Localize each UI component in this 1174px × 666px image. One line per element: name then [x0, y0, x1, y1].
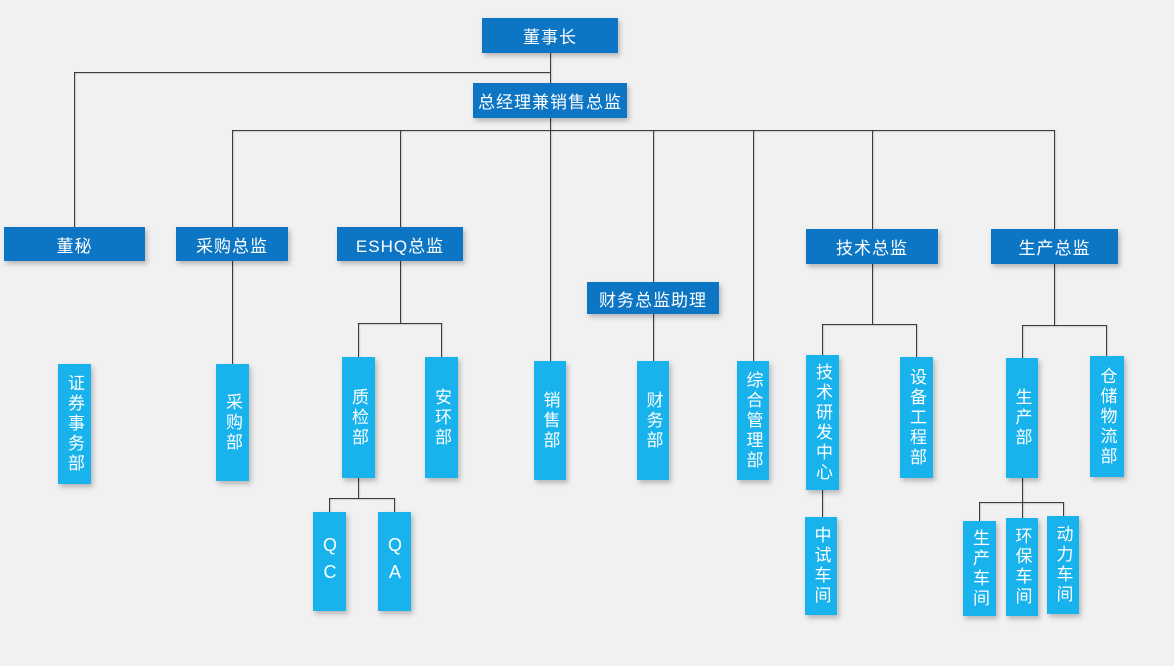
- node-finance-dept[interactable]: 财务部: [637, 361, 669, 480]
- connector-to-qa: [394, 498, 395, 512]
- connector-to-purchasing-dept: [232, 261, 233, 364]
- connector-to-qc: [329, 498, 330, 512]
- node-qa[interactable]: QA: [378, 512, 411, 611]
- connector-to-finance-assistant: [653, 130, 654, 282]
- connector-to-production-workshop: [979, 502, 980, 521]
- connector-to-production-director: [1054, 130, 1055, 229]
- node-warehouse-dept[interactable]: 仓储物流部: [1090, 356, 1124, 477]
- connector-to-env-workshop: [1022, 502, 1023, 518]
- connector-gm-down: [550, 118, 551, 361]
- connector-eshq-down: [400, 261, 401, 324]
- connector-tech-down: [872, 264, 873, 325]
- connector-production-dept-down: [1022, 478, 1023, 503]
- node-purchasing-director[interactable]: 采购总监: [176, 227, 288, 261]
- connector-to-equipment-dept: [916, 324, 917, 357]
- node-safety-env-dept[interactable]: 安环部: [425, 357, 458, 478]
- node-tech-director[interactable]: 技术总监: [806, 229, 938, 264]
- connector-to-finance-dept: [653, 314, 654, 361]
- connector-to-power-workshop: [1063, 502, 1064, 516]
- node-general-mgmt-dept[interactable]: 综合管理部: [737, 361, 769, 480]
- connector-quality-branch: [329, 498, 395, 499]
- connector-to-board-secretary: [74, 72, 75, 227]
- node-finance-assistant[interactable]: 财务总监助理: [587, 282, 719, 314]
- connector-to-warehouse-dept: [1106, 325, 1107, 356]
- node-production-dept[interactable]: 生产部: [1006, 358, 1038, 478]
- node-board-secretary[interactable]: 董秘: [4, 227, 145, 261]
- node-purchasing-dept[interactable]: 采购部: [216, 364, 249, 481]
- connector-to-general-mgmt: [753, 130, 754, 361]
- connector-chairman-branch: [74, 72, 551, 73]
- connector-eshq-branch: [358, 323, 442, 324]
- node-securities-dept[interactable]: 证券事务部: [58, 364, 91, 484]
- connector-chairman-down: [550, 53, 551, 83]
- connector-tech-branch: [822, 324, 917, 325]
- connector-to-safety-env-dept: [441, 323, 442, 357]
- connector-gm-branch: [232, 130, 1055, 131]
- connector-to-quality-dept: [358, 323, 359, 357]
- node-production-workshop[interactable]: 生产车间: [963, 521, 996, 616]
- connector-to-tech-rd-center: [822, 324, 823, 355]
- connector-to-purchasing-director: [232, 130, 233, 227]
- node-env-workshop[interactable]: 环保车间: [1006, 518, 1038, 616]
- connector-to-production-dept: [1022, 325, 1023, 358]
- connector-to-tech-director: [872, 130, 873, 229]
- node-power-workshop[interactable]: 动力车间: [1047, 516, 1079, 614]
- node-quality-dept[interactable]: 质检部: [342, 357, 375, 478]
- node-pilot-workshop[interactable]: 中试车间: [805, 517, 837, 615]
- node-gm-sales-director[interactable]: 总经理兼销售总监: [473, 83, 627, 118]
- connector-production-branch: [1022, 325, 1107, 326]
- node-eshq-director[interactable]: ESHQ总监: [337, 227, 463, 261]
- node-sales-dept[interactable]: 销售部: [534, 361, 566, 480]
- connector-to-eshq-director: [400, 130, 401, 227]
- node-chairman[interactable]: 董事长: [482, 18, 618, 53]
- connector-production-down: [1054, 264, 1055, 326]
- node-qc[interactable]: QC: [313, 512, 346, 611]
- node-production-director[interactable]: 生产总监: [991, 229, 1118, 264]
- node-equipment-dept[interactable]: 设备工程部: [900, 357, 933, 478]
- connector-to-pilot-workshop: [822, 490, 823, 517]
- connector-quality-down: [358, 478, 359, 499]
- connector-workshops-branch: [979, 502, 1064, 503]
- node-tech-rd-center[interactable]: 技术研发中心: [806, 355, 839, 490]
